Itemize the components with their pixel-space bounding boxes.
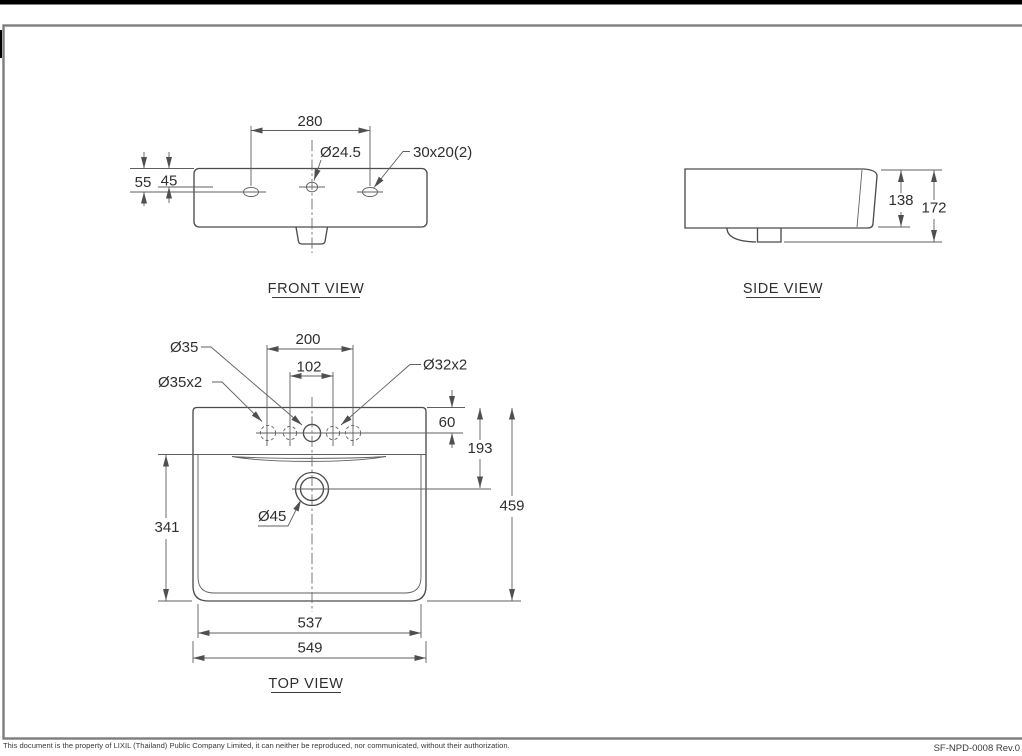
footer-notice: This document is the property of LIXIL (… bbox=[3, 741, 510, 750]
dim-front-top-to-faucet-hole: 45 bbox=[161, 173, 178, 190]
dim-top-overall-width: 549 bbox=[297, 640, 322, 657]
front-basin-outline bbox=[193, 167, 428, 228]
side-drain-tail bbox=[756, 228, 782, 243]
dim-top-edge-to-holes: 60 bbox=[439, 414, 456, 431]
top-black-bar bbox=[0, 0, 1022, 5]
dim-top-center-hole-dia: Ø35 bbox=[170, 339, 198, 356]
front-view-label: FRONT VIEW bbox=[268, 281, 365, 297]
top-basin-inner-outline bbox=[197, 454, 422, 594]
dim-side-rim-height: 138 bbox=[888, 192, 913, 209]
top-view: 200 102 Ø35 Ø35x2 Ø32x2 60 193 459 341 bbox=[154, 331, 525, 694]
dim-front-faucet-hole-dia: Ø24.5 bbox=[320, 144, 361, 161]
dim-side-overall-height: 172 bbox=[921, 200, 946, 217]
side-view: 138 172 SIDE VIEW bbox=[684, 168, 947, 299]
drawing-frame bbox=[2, 24, 1022, 740]
side-view-label: SIDE VIEW bbox=[743, 281, 823, 297]
top-basin-outline bbox=[192, 406, 427, 602]
dim-front-top-to-fixing-hole: 55 bbox=[135, 174, 152, 191]
top-view-label: TOP VIEW bbox=[268, 676, 343, 692]
dim-top-outer-hole-spacing: 200 bbox=[295, 331, 320, 348]
dim-top-drain-dia: Ø45 bbox=[258, 508, 286, 525]
dim-top-overall-depth: 459 bbox=[499, 498, 524, 515]
dim-top-outer-holes-dia: Ø35x2 bbox=[158, 374, 202, 391]
dim-top-inner-width: 537 bbox=[297, 615, 322, 632]
dim-top-bowl-depth: 341 bbox=[154, 519, 179, 536]
side-basin-outline bbox=[684, 168, 878, 229]
dim-top-edge-to-drain: 193 bbox=[467, 440, 492, 457]
side-apron-curve bbox=[726, 227, 757, 243]
footer: This document is the property of LIXIL (… bbox=[3, 741, 1020, 754]
dim-top-inner-holes-dia: Ø32x2 bbox=[423, 357, 467, 374]
dim-front-hole-spacing: 280 bbox=[297, 113, 322, 130]
dim-front-fixing-hole-size: 30x20(2) bbox=[413, 144, 472, 161]
front-view: 280 55 45 Ø24.5 30x20(2) FRONT VIEW bbox=[130, 113, 472, 299]
front-drain-outlet bbox=[295, 226, 329, 245]
top-overflow-slot bbox=[231, 456, 387, 462]
footer-doc-number: SF-NPD-0008 Rev.0 bbox=[934, 743, 1020, 754]
scan-edge-mark bbox=[0, 30, 2, 58]
dim-top-inner-hole-spacing: 102 bbox=[296, 359, 321, 376]
